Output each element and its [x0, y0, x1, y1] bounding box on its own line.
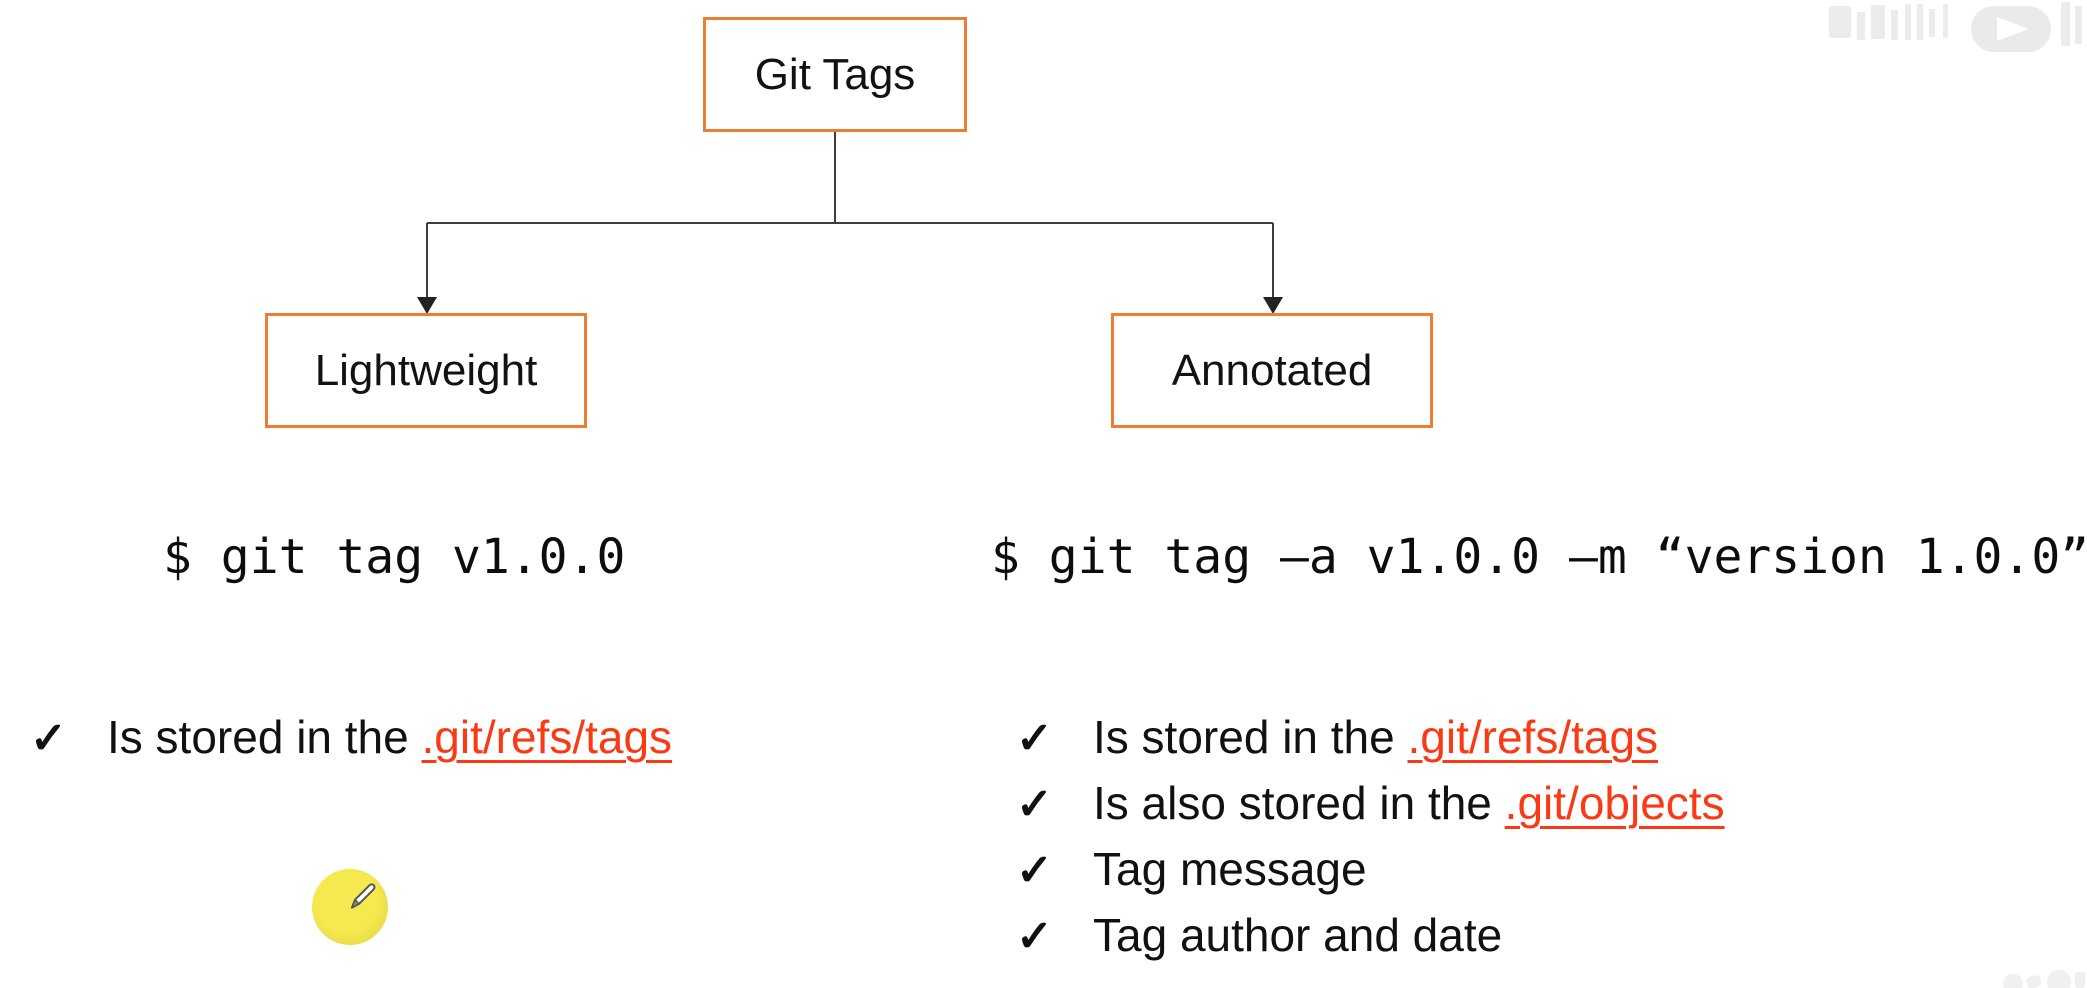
bullet-link: .git/refs/tags — [421, 711, 673, 763]
lightweight-bullet-list: ✓ Is stored in the .git/refs/tags — [30, 705, 672, 771]
node-annotated: Annotated — [1111, 313, 1433, 428]
bullet-item: ✓ Tag author and date — [1016, 903, 1725, 969]
bullet-link: .git/objects — [1504, 777, 1725, 829]
bullet-link: .git/refs/tags — [1407, 711, 1659, 763]
pen-annotation-cursor — [312, 869, 388, 945]
node-lightweight: Lightweight — [265, 313, 587, 428]
pencil-icon — [350, 883, 376, 909]
bullet-item: ✓ Is also stored in the .git/objects — [1016, 771, 1725, 837]
bullet-item: ✓ Is stored in the .git/refs/tags — [30, 705, 672, 771]
annotated-command: $ git tag –a v1.0.0 –m “version 1.0.0” — [991, 529, 2087, 585]
check-icon: ✓ — [1016, 912, 1053, 961]
watermark-logo — [1829, 2, 2082, 52]
node-lightweight-label: Lightweight — [314, 345, 538, 395]
check-icon: ✓ — [1016, 846, 1053, 895]
node-git-tags: Git Tags — [703, 17, 967, 132]
bullet-item: ✓ Tag message — [1016, 837, 1725, 903]
arrowhead-right — [1263, 297, 1283, 314]
lightweight-command: $ git tag v1.0.0 — [163, 529, 626, 585]
bullet-text: Is stored in the — [107, 711, 422, 763]
check-icon: ✓ — [1016, 780, 1053, 829]
bullet-text: Tag author and date — [1093, 909, 1503, 961]
watermark-fragment — [2003, 970, 2085, 988]
node-annotated-label: Annotated — [1171, 345, 1373, 395]
node-git-tags-label: Git Tags — [754, 49, 916, 99]
check-icon: ✓ — [1016, 714, 1053, 763]
bullet-item: ✓ Is stored in the .git/refs/tags — [1016, 705, 1725, 771]
check-icon: ✓ — [30, 714, 67, 763]
bullet-text: Tag message — [1093, 843, 1367, 895]
arrowhead-left — [417, 297, 437, 314]
bullet-text: Is also stored in the — [1093, 777, 1505, 829]
annotated-bullet-list: ✓ Is stored in the .git/refs/tags ✓ Is a… — [1016, 705, 1725, 969]
bullet-text: Is stored in the — [1093, 711, 1408, 763]
